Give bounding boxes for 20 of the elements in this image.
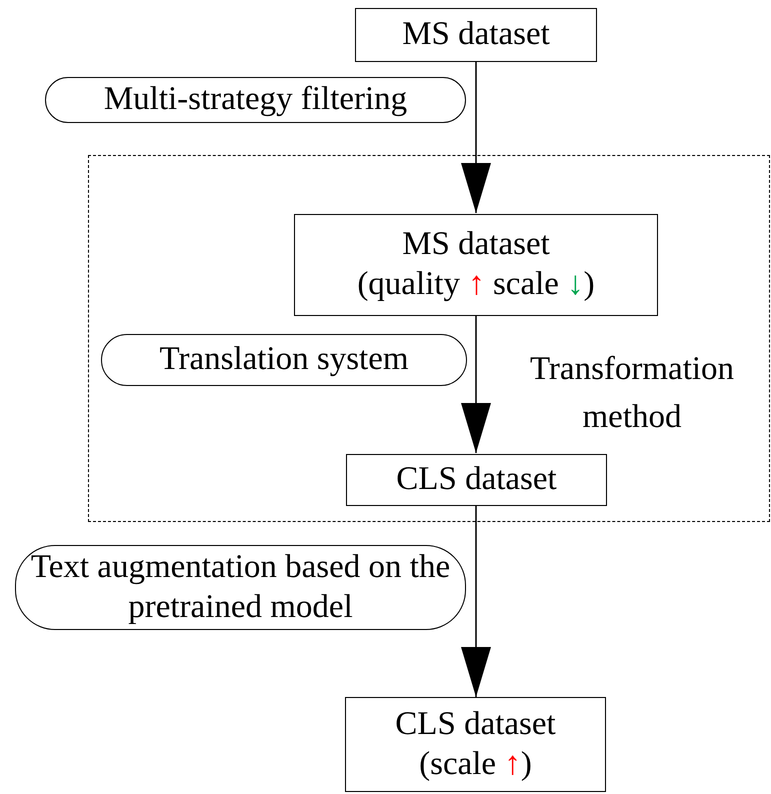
node-subtitle: (scale ↑) [419,744,532,784]
node-title: Multi-strategy filtering [104,80,408,120]
dataset-box [346,454,607,506]
node-title: Text augmentation based on the pretrained model [30,548,452,626]
node-title: Translation system [159,340,409,380]
dashed-group-frame [88,155,770,522]
arrow [461,62,491,213]
dataset-box [345,697,606,792]
dataset-box [294,214,658,316]
node-title: CLS dataset [395,704,556,744]
method-pill [45,77,466,123]
method-pill [101,334,467,386]
node-subtitle: (quality ↑ scale ↓) [357,265,595,304]
node-title: MS dataset [402,225,550,264]
arrow [461,505,491,697]
group-label: Transformation method [528,350,736,437]
dataset-box [355,8,597,62]
node-title: MS dataset [402,15,550,54]
arrow [461,315,491,453]
node-title: CLS dataset [396,460,557,500]
